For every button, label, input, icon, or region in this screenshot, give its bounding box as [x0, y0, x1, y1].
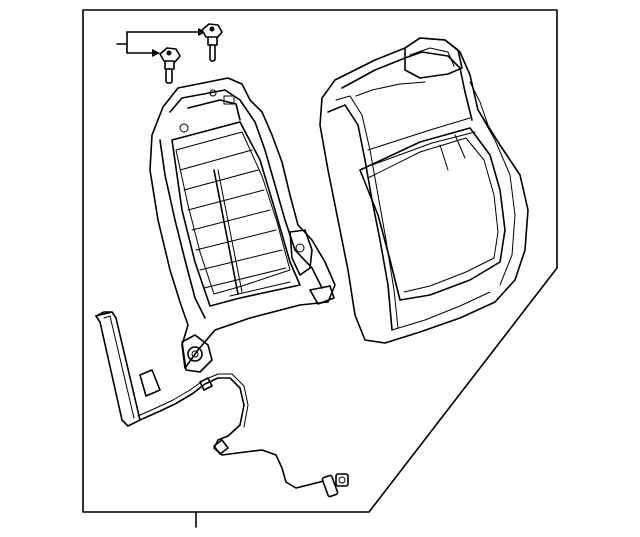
side-airbag-module — [95, 311, 161, 427]
seat-back-frame — [149, 77, 336, 373]
bolt-icon — [159, 47, 181, 84]
wire-harness — [137, 373, 349, 498]
seat-back-cushion — [319, 37, 529, 344]
bolt-icon — [201, 23, 223, 62]
diagram-border — [82, 9, 558, 513]
bolt-callout-bracket — [116, 28, 206, 57]
